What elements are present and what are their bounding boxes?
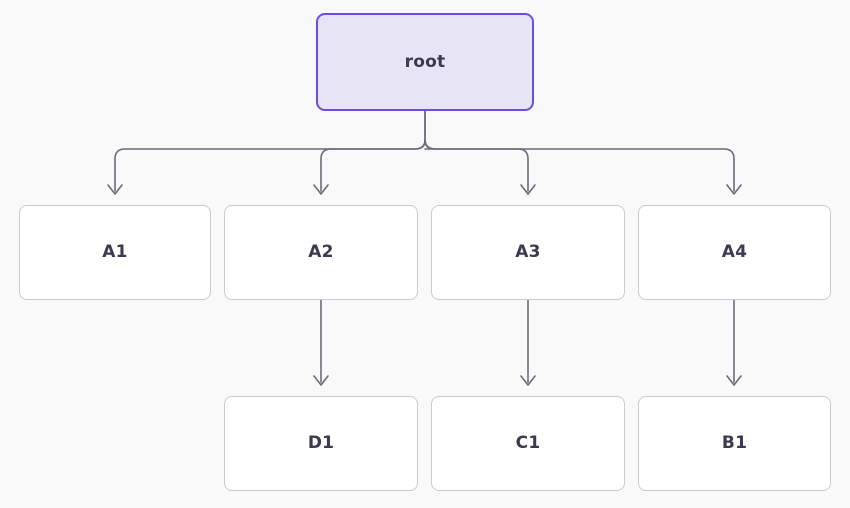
node-a4[interactable]: A4 xyxy=(638,205,831,300)
node-b1[interactable]: B1 xyxy=(638,396,831,491)
node-a2[interactable]: A2 xyxy=(224,205,418,300)
arrowhead-root-A2 xyxy=(313,184,329,195)
edge-root-stem xyxy=(424,110,436,150)
node-d1[interactable]: D1 xyxy=(224,396,418,491)
arrowhead-A4-B1 xyxy=(726,375,742,386)
node-label-a2: A2 xyxy=(308,242,334,262)
node-label-b1: B1 xyxy=(721,433,748,453)
arrowhead-A2-D1 xyxy=(313,375,329,386)
arrowhead-root-A3 xyxy=(520,184,536,195)
node-a3[interactable]: A3 xyxy=(431,205,625,300)
node-a1[interactable]: A1 xyxy=(19,205,211,300)
edge-root-A3 xyxy=(424,139,529,192)
edge-root-A1 xyxy=(114,139,426,192)
arrowhead-root-A4 xyxy=(726,184,742,195)
node-label-a4: A4 xyxy=(721,242,748,262)
arrowhead-root-A1 xyxy=(107,184,123,195)
node-c1[interactable]: C1 xyxy=(431,396,625,491)
edge-root-A4 xyxy=(424,139,735,192)
edge-root-A2 xyxy=(320,139,426,192)
node-label-a3: A3 xyxy=(515,242,541,262)
node-label-root: root xyxy=(404,51,446,72)
arrowhead-A3-C1 xyxy=(520,375,536,386)
node-label-d1: D1 xyxy=(307,433,335,453)
node-label-a1: A1 xyxy=(102,242,128,262)
node-root[interactable]: root xyxy=(316,13,534,111)
node-label-c1: C1 xyxy=(515,433,541,453)
